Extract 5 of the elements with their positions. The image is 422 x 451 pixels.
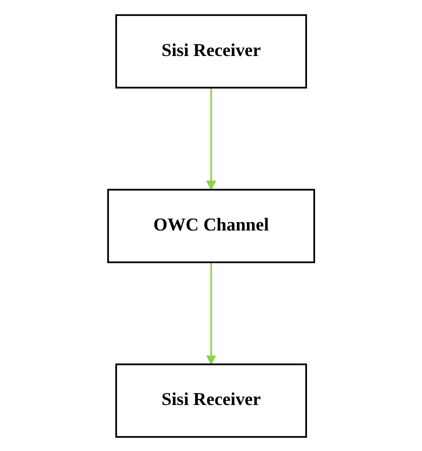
arrow (206, 260, 216, 364)
node-box: Sisi Receiver (115, 363, 307, 438)
arrow (206, 86, 216, 190)
node-box: OWC Channel (107, 188, 315, 263)
node-box: Sisi Receiver (115, 14, 307, 88)
